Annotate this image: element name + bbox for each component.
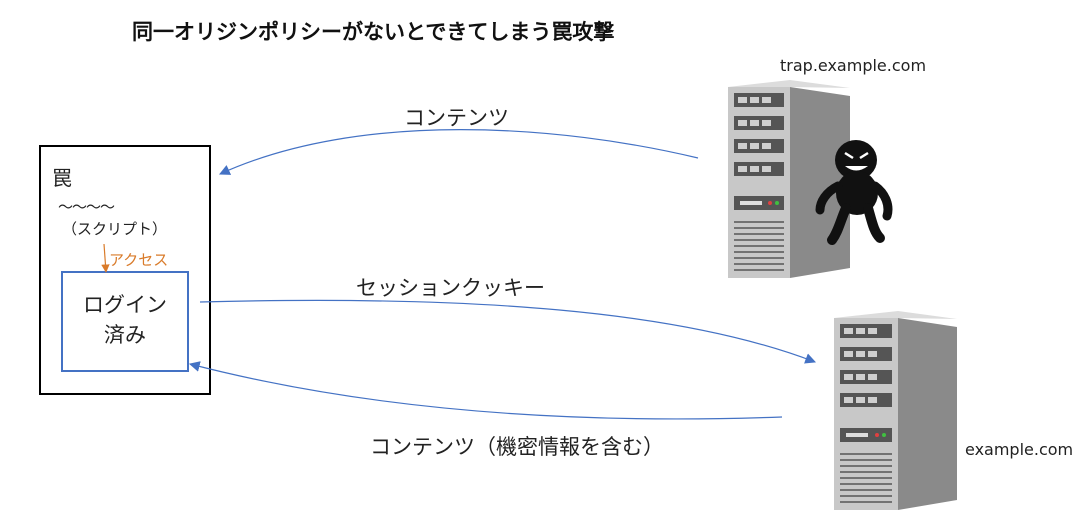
trap-page-script: （スクリプト） — [62, 220, 168, 238]
legit-server-icon — [834, 311, 957, 510]
trap-page-wave: ～～～～ — [58, 198, 115, 216]
login-box-line1: ログイン — [83, 293, 167, 317]
contents-arrow — [219, 129, 699, 175]
trap-server-hostname: trap.example.com — [780, 56, 927, 75]
session-cookie-label: セッションクッキー — [356, 276, 545, 300]
legit-server-hostname: example.com — [965, 440, 1074, 459]
contents-secret-label: コンテンツ（機密情報を含む） — [370, 435, 664, 459]
login-box-text: ログイン 済み — [61, 290, 189, 350]
access-label: アクセス — [109, 251, 169, 269]
diagram-title: 同一オリジンポリシーがないとできてしまう罠攻撃 — [132, 20, 615, 44]
trap-server-icon — [728, 80, 850, 278]
login-box — [61, 271, 189, 372]
access-arrow — [101, 243, 110, 273]
login-box-line2: 済み — [104, 323, 146, 347]
contents-label: コンテンツ — [404, 106, 509, 130]
trap-page-title: 罠 — [52, 166, 72, 190]
attacker-icon — [815, 140, 893, 245]
contents-secret-arrow — [188, 361, 783, 420]
session-cookie-arrow — [199, 299, 817, 364]
trap-page-box — [39, 145, 211, 395]
